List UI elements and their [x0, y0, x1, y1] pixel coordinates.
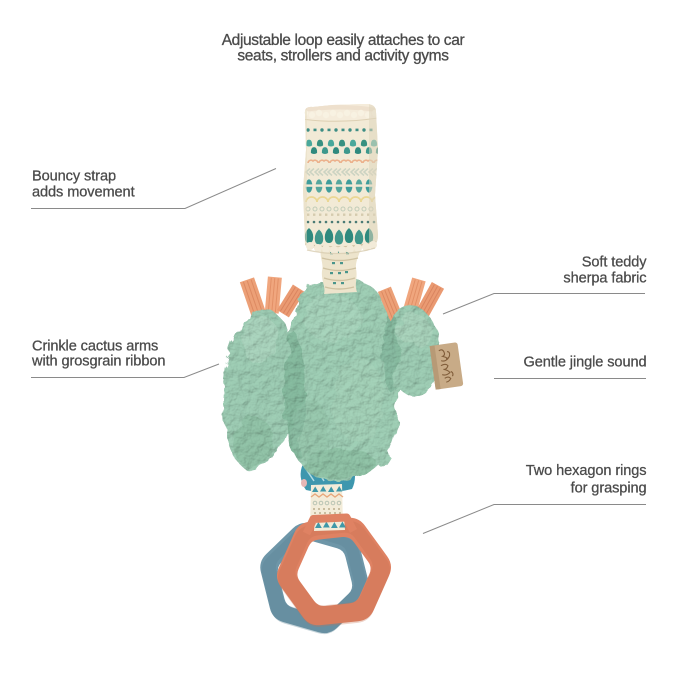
svg-text:seats, strollers and activity: seats, strollers and activity gyms [237, 48, 449, 65]
svg-text:Two hexagon rings: Two hexagon rings [526, 463, 647, 479]
svg-text:Crinkle cactus arms: Crinkle cactus arms [32, 339, 158, 355]
svg-text:Soft teddy: Soft teddy [582, 255, 648, 271]
svg-text:Bouncy strap: Bouncy strap [32, 169, 116, 185]
svg-text:sherpa fabric: sherpa fabric [563, 271, 646, 287]
svg-text:with grosgrain ribbon: with grosgrain ribbon [31, 353, 165, 369]
svg-text:Adjustable loop easily attache: Adjustable loop easily attaches to car [222, 32, 465, 49]
svg-text:adds movement: adds movement [32, 185, 135, 201]
svg-text:for grasping: for grasping [571, 481, 647, 497]
svg-text:Gentle jingle sound: Gentle jingle sound [523, 354, 646, 370]
